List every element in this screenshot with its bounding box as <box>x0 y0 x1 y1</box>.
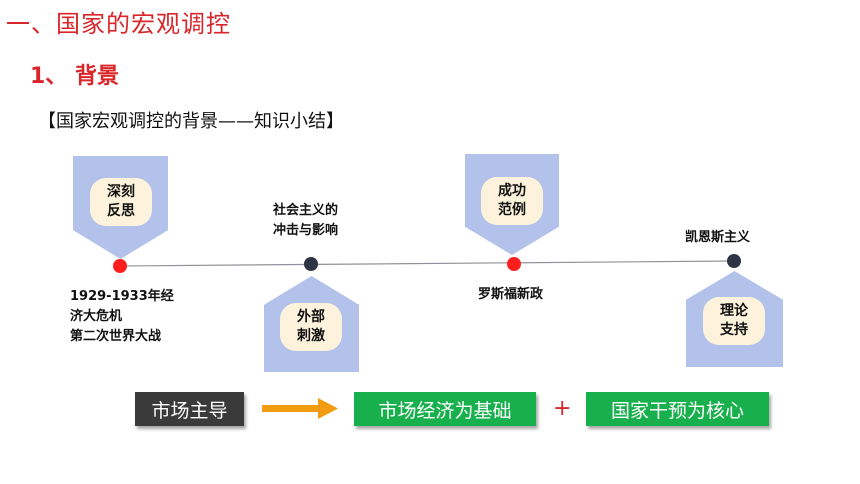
plus-sign: + <box>553 396 572 421</box>
label-roosevelt: 罗斯福新政 <box>478 287 544 302</box>
label-crisis: 1929-1933年经 济大危机 第二次世界大战 <box>70 289 174 344</box>
market-basis-box: 市场经济为基础 <box>354 392 536 426</box>
tag-reflection-label: 深刻 反思 <box>90 178 152 226</box>
label-keynes: 凯恩斯主义 <box>685 230 751 245</box>
summary-title: 【国家宏观调控的背景——知识小结】 <box>38 111 344 132</box>
label-socialism: 社会主义的 冲击与影响 <box>273 203 339 238</box>
state-core-box: 国家干预为核心 <box>586 392 769 426</box>
tag-success-label: 成功 范例 <box>481 177 543 225</box>
timeline-dot-socialism <box>304 257 318 271</box>
timeline-dot-roosevelt <box>507 257 521 271</box>
tag-theory-label: 理论 支持 <box>703 297 765 345</box>
timeline-dot-keynes <box>727 254 741 268</box>
arrow-right-icon <box>262 398 338 419</box>
page-title: 一、国家的宏观调控 <box>6 10 231 38</box>
timeline-dot-crisis <box>113 259 127 273</box>
tag-stimulus-label: 外部 刺激 <box>280 303 342 351</box>
section-title: 1、 背景 <box>30 64 119 89</box>
market-led-box: 市场主导 <box>135 392 244 426</box>
